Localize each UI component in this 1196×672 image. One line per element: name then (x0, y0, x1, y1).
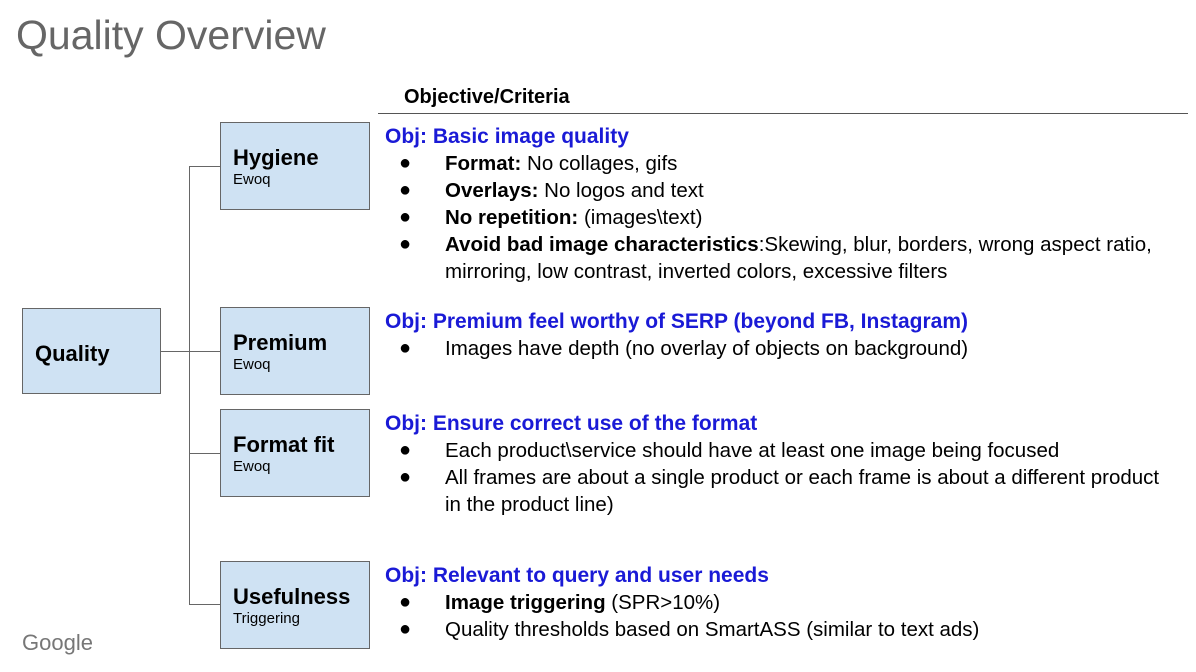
bullet-icon: ● (399, 337, 412, 359)
bullet-icon: ● (399, 179, 412, 201)
format-fit-objective: Obj: Ensure correct use of the format (385, 412, 758, 435)
trunk-line (189, 166, 190, 605)
column-header: Objective/Criteria (404, 86, 570, 108)
hygiene-objective: Obj: Basic image quality (385, 125, 629, 148)
premium-sublabel: Ewoq (233, 356, 271, 373)
page-title: Quality Overview (16, 12, 326, 58)
list-item: ● Images have depth (no overlay of object… (385, 335, 1165, 362)
bullet-icon: ● (399, 618, 412, 640)
usefulness-sublabel: Triggering (233, 610, 300, 627)
bullet-text: Quality thresholds based on SmartASS (si… (445, 618, 980, 641)
bullet-icon: ● (399, 206, 412, 228)
bullet-text: No logos and text (538, 179, 704, 202)
quality-box: Quality (22, 308, 161, 394)
bullet-icon: ● (399, 233, 412, 255)
format-fit-label: Format fit (233, 432, 335, 457)
usefulness-objective: Obj: Relevant to query and user needs (385, 564, 769, 587)
bullet-bold: Overlays: (445, 179, 539, 202)
usefulness-bullets: ● Image triggering (SPR>10%) ● Quality thr… (385, 589, 1165, 643)
bullet-bold: No repetition: (445, 206, 579, 229)
bullet-bold: Avoid bad image characteristics (445, 233, 759, 256)
bullet-icon: ● (399, 466, 412, 488)
hygiene-label: Hygiene (233, 145, 319, 170)
bullet-icon: ● (399, 152, 412, 174)
bullet-icon: ● (399, 591, 412, 613)
branch-connector-hygiene (189, 166, 220, 167)
bullet-text: (SPR>10%) (605, 591, 721, 614)
premium-label: Premium (233, 330, 328, 355)
google-logo: Google (22, 630, 93, 655)
branch-connector-format-fit (189, 453, 220, 454)
premium-objective: Obj: Premium feel worthy of SERP (beyond… (385, 310, 969, 333)
hygiene-sublabel: Ewoq (233, 171, 271, 188)
bullet-bold: Format: (445, 152, 522, 175)
bullet-text: (images\text) (578, 206, 703, 229)
hygiene-criteria: Obj: Basic image quality ● Format: No col… (385, 124, 1165, 285)
usefulness-criteria: Obj: Relevant to query and user needs ● I… (385, 563, 1165, 643)
bullet-text: All frames are about a single product or… (445, 466, 1160, 516)
bullet-text: :Skewing, blur, borders, wrong aspect ra… (445, 233, 1152, 283)
bullet-text: Images have depth (no overlay of objects… (445, 337, 969, 360)
format-fit-bullets: ● Each product\service should have at lea… (385, 437, 1165, 518)
list-item: ● Avoid bad image characteristics:Skewing… (385, 231, 1165, 285)
quality-label: Quality (35, 341, 110, 366)
bullet-bold: Image triggering (445, 591, 606, 614)
usefulness-label: Usefulness (233, 584, 351, 609)
list-item: ● No repetition: (images\text) (385, 204, 1165, 231)
premium-box: Premium Ewoq (220, 307, 370, 395)
branch-connector-usefulness (189, 604, 220, 605)
list-item: ● Format: No collages, gifs (385, 150, 1165, 177)
list-item: ● Overlays: No logos and text (385, 177, 1165, 204)
list-item: ● Each product\service should have at lea… (385, 437, 1165, 464)
hygiene-box: Hygiene Ewoq (220, 122, 370, 210)
list-item: ● Quality thresholds based on SmartASS (s… (385, 616, 1165, 643)
format-fit-sublabel: Ewoq (233, 458, 271, 475)
bullet-text: Each product\service should have at leas… (445, 439, 1060, 462)
hygiene-bullets: ● Format: No collages, gifs ● Overlays: No… (385, 150, 1165, 285)
bullet-icon: ● (399, 439, 412, 461)
premium-criteria: Obj: Premium feel worthy of SERP (beyond… (385, 309, 1165, 362)
header-divider (378, 113, 1188, 114)
format-fit-box: Format fit Ewoq (220, 409, 370, 497)
usefulness-box: Usefulness Triggering (220, 561, 370, 649)
branch-connector-premium (189, 351, 220, 352)
root-connector (161, 351, 190, 352)
list-item: ● All frames are about a single product o… (385, 464, 1165, 518)
premium-bullets: ● Images have depth (no overlay of object… (385, 335, 1165, 362)
bullet-text: No collages, gifs (521, 152, 678, 175)
list-item: ● Image triggering (SPR>10%) (385, 589, 1165, 616)
format-fit-criteria: Obj: Ensure correct use of the format ● E… (385, 411, 1165, 518)
